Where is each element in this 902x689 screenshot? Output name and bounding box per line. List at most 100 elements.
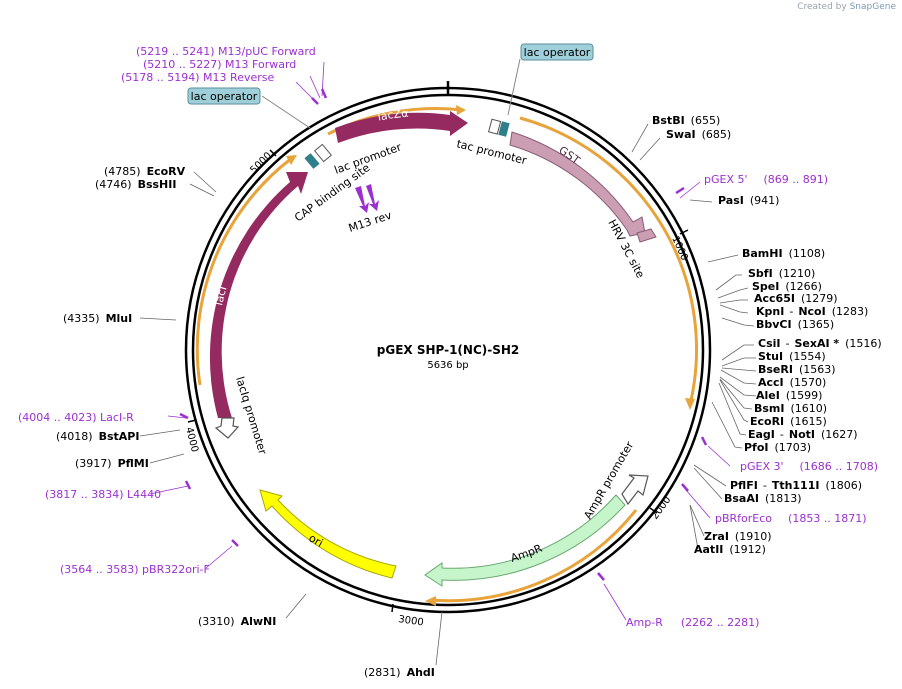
svg-text:ZraI(1910): ZraI(1910)	[704, 530, 772, 543]
site-stui: StuI	[758, 350, 783, 363]
site-pflfi: PflFI	[730, 479, 758, 492]
svg-text:StuI(1554): StuI(1554)	[758, 350, 826, 363]
site-sbfi: SbfI	[748, 267, 773, 280]
lacza-feature	[335, 111, 468, 143]
m13-rev-marks	[355, 184, 379, 213]
primer-laci-r: (4004 .. 4023) LacI-R	[18, 411, 134, 424]
primer-pbr322ori-f: (3564 .. 3583) pBR322ori-F	[60, 563, 210, 576]
tac-promoter-mark	[487, 118, 502, 135]
svg-text:AatII(1912): AatII(1912)	[694, 543, 766, 556]
svg-text:SwaI(685): SwaI(685)	[666, 128, 731, 141]
svg-text:Amp-R(2262 .. 2281): Amp-R(2262 .. 2281)	[626, 616, 759, 629]
svg-text:SpeI(1266): SpeI(1266)	[752, 280, 822, 293]
lac-operator-right-label: lac operator	[524, 46, 591, 59]
svg-text:EcoRI(1615): EcoRI(1615)	[750, 415, 827, 428]
site-bsaai: BsaAI	[724, 492, 759, 505]
primer-marks	[179, 88, 708, 581]
lac-operator-callout-right: lac operator	[507, 43, 594, 116]
svg-text:Acc65I(1279): Acc65I(1279)	[754, 292, 838, 305]
sites-right: BstBI(655) SwaI(685) PasI(941) BamHI(110…	[652, 114, 882, 556]
svg-text:(4335)MluI: (4335)MluI	[63, 312, 132, 325]
svg-text:BsmI(1610): BsmI(1610)	[754, 402, 827, 415]
orf-arc-gst	[519, 116, 698, 406]
svg-text:BseRI(1563): BseRI(1563)	[758, 363, 836, 376]
svg-text:(3917)PflMI: (3917)PflMI	[75, 457, 149, 470]
svg-text:ori: ori	[306, 531, 325, 549]
tick-3000: 3000	[398, 614, 425, 628]
svg-text:(4018)BstAPI: (4018)BstAPI	[56, 430, 139, 443]
svg-text:(4785)EcoRV: (4785)EcoRV	[104, 165, 186, 178]
svg-text:pGEX 3'(1686 .. 1708): pGEX 3'(1686 .. 1708)	[740, 460, 878, 473]
svg-text:KpnI-NcoI(1283): KpnI-NcoI(1283)	[756, 305, 868, 318]
svg-text:PflFI-Tth111I(1806): PflFI-Tth111I(1806)	[730, 479, 862, 492]
site-csii: CsiI	[758, 337, 780, 350]
svg-text:CsiI-SexAI *(1516): CsiI-SexAI *(1516)	[758, 337, 882, 350]
primer-labels: (5219 .. 5241) M13/pUC Forward (5210 .. …	[18, 45, 878, 629]
primer-pgex5: pGEX 5'	[704, 173, 748, 186]
site-ncoi: NcoI	[798, 305, 825, 318]
site-pfoi: PfoI	[744, 441, 769, 454]
svg-text:(2831)AhdI: (2831)AhdI	[364, 666, 435, 679]
site-aatii: AatII	[694, 543, 723, 556]
svg-text:EagI-NotI(1627): EagI-NotI(1627)	[748, 428, 858, 441]
site-pasi: PasI	[718, 194, 744, 207]
svg-text:BamHI(1108): BamHI(1108)	[742, 247, 825, 260]
site-leaders	[139, 123, 757, 666]
plasmid-length: 5636 bp	[427, 360, 468, 371]
svg-text:PfoI(1703): PfoI(1703)	[744, 441, 811, 454]
svg-text:pGEX 5'(869 .. 891): pGEX 5'(869 .. 891)	[704, 173, 828, 186]
orf-arrowheads	[286, 105, 695, 606]
primer-m13-puc-forward: (5219 .. 5241) M13/pUC Forward	[136, 45, 316, 58]
laciq-label: lacIq promoter	[233, 375, 269, 456]
snapgene-logo: SnapGene	[849, 2, 896, 12]
site-alei: AleI	[756, 389, 780, 402]
ruler-ticks	[187, 149, 689, 613]
site-acc65i: Acc65I	[754, 292, 795, 305]
site-bbvci: BbvCI	[756, 318, 792, 331]
sites-left: (2831)AhdI (3310)AlwNI (3917)PflMI (4018…	[56, 165, 435, 679]
site-bsmi: BsmI	[754, 402, 785, 415]
site-noti: NotI	[789, 428, 815, 441]
site-bstbi: BstBI	[652, 114, 685, 127]
site-tth111i: Tth111I	[772, 479, 820, 492]
primer-l4440: (3817 .. 3834) L4440	[45, 488, 161, 501]
site-ecorv: EcoRV	[147, 165, 186, 178]
svg-text:SbfI(1210): SbfI(1210)	[748, 267, 815, 280]
site-bstapi: BstAPI	[99, 430, 140, 443]
svg-text:(4746)BssHII: (4746)BssHII	[95, 178, 176, 191]
primer-pgex3: pGEX 3'	[740, 460, 784, 473]
site-acci: AccI	[758, 376, 784, 389]
ori-feature	[259, 489, 397, 579]
site-zrai: ZraI	[704, 530, 729, 543]
primer-amp-r: Amp-R	[626, 616, 663, 629]
svg-text:BbvCI(1365): BbvCI(1365)	[756, 318, 834, 331]
site-kpni: KpnI	[756, 305, 784, 318]
plasmid-name: pGEX SHP-1(NC)-SH2	[377, 343, 520, 357]
primer-leaders	[149, 61, 731, 621]
lac-promoter-mark	[313, 143, 333, 163]
hrv-feature	[636, 228, 657, 243]
svg-text:PasI(941): PasI(941)	[718, 194, 779, 207]
primer-m13-reverse: (5178 .. 5194) M13 Reverse	[121, 71, 274, 84]
site-swai: SwaI	[666, 128, 696, 141]
svg-text:AleI(1599): AleI(1599)	[756, 389, 822, 402]
site-ahdi: AhdI	[407, 666, 435, 679]
ampr-promoter-feature	[621, 474, 649, 506]
tac-operator-mark	[498, 121, 510, 137]
site-sexai: SexAI *	[794, 337, 839, 350]
primer-m13-forward: (5210 .. 5227) M13 Forward	[143, 58, 296, 71]
svg-text:BsaAI(1813): BsaAI(1813)	[724, 492, 802, 505]
site-bsshii: BssHII	[138, 178, 177, 191]
svg-text:BstBI(655): BstBI(655)	[652, 114, 720, 127]
site-mlui: MluI	[106, 312, 133, 325]
ori-label: ori	[306, 531, 325, 549]
orf-arc-ampr	[429, 509, 638, 603]
orf-arc-laci	[195, 156, 293, 386]
svg-text:(3310)AlwNI: (3310)AlwNI	[198, 615, 276, 628]
laci-feature	[209, 172, 308, 418]
tick-5000: 5000	[248, 150, 274, 176]
m13-rev-label: M13 rev	[347, 209, 394, 235]
site-spei: SpeI	[752, 280, 779, 293]
site-alwni: AlwNI	[241, 615, 277, 628]
